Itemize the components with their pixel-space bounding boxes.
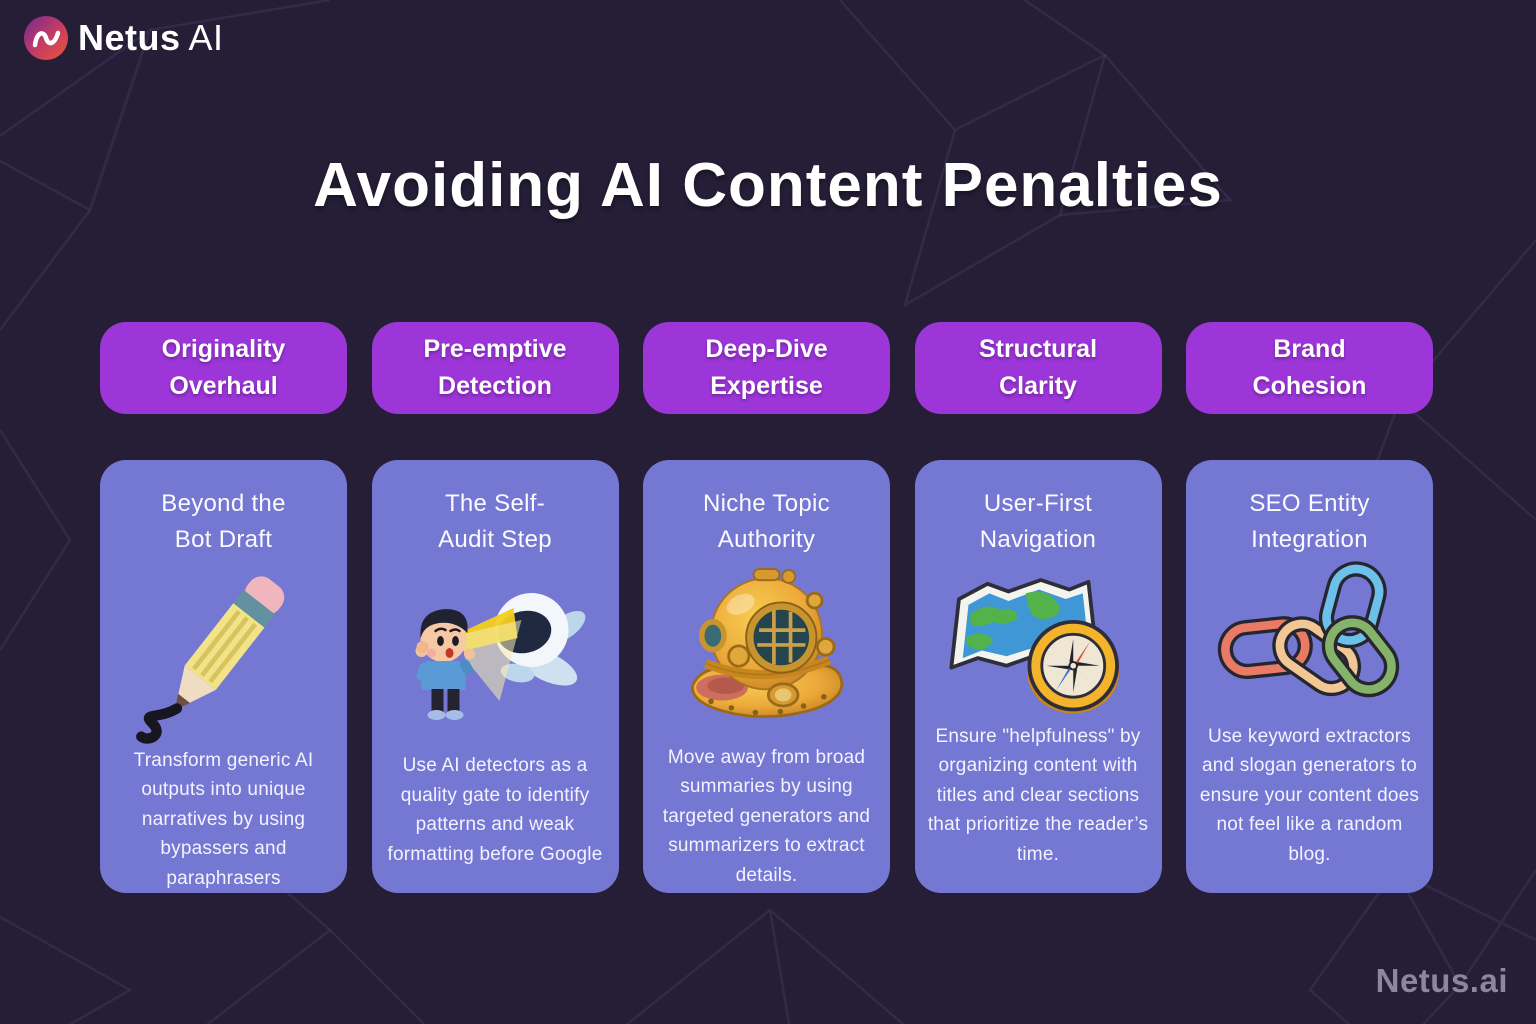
flashlight-inspection-icon xyxy=(384,558,607,751)
pill-label-line: Expertise xyxy=(710,372,823,400)
card-row: Beyond the Bot Draft xyxy=(100,460,1433,893)
card-seo-entity-integration: SEO Entity Integration xyxy=(1186,460,1433,893)
pill-label-line: Deep-Dive xyxy=(705,334,828,363)
card-title-line: Niche Topic xyxy=(703,490,830,517)
pill-label-line: Originality xyxy=(161,334,286,363)
card-title-line: Beyond the xyxy=(161,490,286,517)
card-beyond-the-bot-draft: Beyond the Bot Draft xyxy=(100,460,347,893)
pill-deep-dive-expertise: Deep-Dive Expertise xyxy=(643,322,890,414)
pill-label-line: Overhaul xyxy=(169,372,278,400)
card-title-line: Authority xyxy=(717,526,816,553)
card-title-line: SEO Entity xyxy=(1249,490,1370,517)
pencil-icon xyxy=(112,558,335,746)
card-title: Niche Topic Authority xyxy=(703,486,830,558)
pill-structural-clarity: Structural Clarity xyxy=(914,322,1162,414)
card-body-text: Ensure "helpfulness" by organizing conte… xyxy=(927,725,1149,865)
card-title-line: Navigation xyxy=(979,526,1097,553)
card-niche-topic-authority: Niche Topic Authority xyxy=(643,460,890,893)
diving-helmet-icon xyxy=(655,558,878,743)
card-title: Beyond the Bot Draft xyxy=(161,486,285,558)
card-body-text: Use AI detectors as a quality gate to id… xyxy=(387,755,603,865)
pill-brand-cohesion: Brand Cohesion xyxy=(1186,322,1433,414)
footer-brand: Netus.ai xyxy=(1375,962,1508,999)
logo-text-secondary: AI xyxy=(188,17,224,58)
card-title-line: User-First xyxy=(983,490,1093,517)
pill-label-line: Brand xyxy=(1273,334,1346,363)
pill-pre-emptive-detection: Pre-emptive Detection xyxy=(371,322,619,414)
logo-text-primary: Netus xyxy=(78,17,181,58)
card-user-first-navigation: User-First Navigation xyxy=(914,460,1162,893)
card-title: User-First Navigation xyxy=(980,486,1096,558)
card-body-text: Use keyword extractors and slogan genera… xyxy=(1199,725,1420,865)
map-compass-icon xyxy=(927,558,1150,722)
card-title: The Self- Audit Step xyxy=(438,486,552,558)
card-title-line: Integration xyxy=(1251,526,1368,553)
pill-header-row: Originality Overhaul Pre-emptive Detecti… xyxy=(100,322,1433,414)
netus-wave-icon xyxy=(24,16,68,60)
card-body-text: Move away from broad summaries by using … xyxy=(662,747,871,886)
pill-label-line: Cohesion xyxy=(1252,372,1367,400)
pill-label-line: Structural xyxy=(978,334,1098,363)
card-title: SEO Entity Integration xyxy=(1249,486,1369,558)
card-title-line: The Self- xyxy=(444,490,546,517)
card-title-line: Audit Step xyxy=(438,526,552,553)
pill-originality-overhaul: Originality Overhaul xyxy=(100,322,347,414)
chain-links-icon xyxy=(1198,558,1421,722)
card-body-text: Transform generic AI outputs into unique… xyxy=(133,750,314,889)
card-the-self-audit-step: The Self- Audit Step xyxy=(371,460,619,893)
pill-label-line: Detection xyxy=(438,372,552,400)
pill-label-line: Clarity xyxy=(999,372,1077,400)
page-title: Avoiding AI Content Penalties xyxy=(313,151,1223,220)
card-title-line: Bot Draft xyxy=(174,526,273,553)
pill-label-line: Pre-emptive xyxy=(423,334,567,363)
